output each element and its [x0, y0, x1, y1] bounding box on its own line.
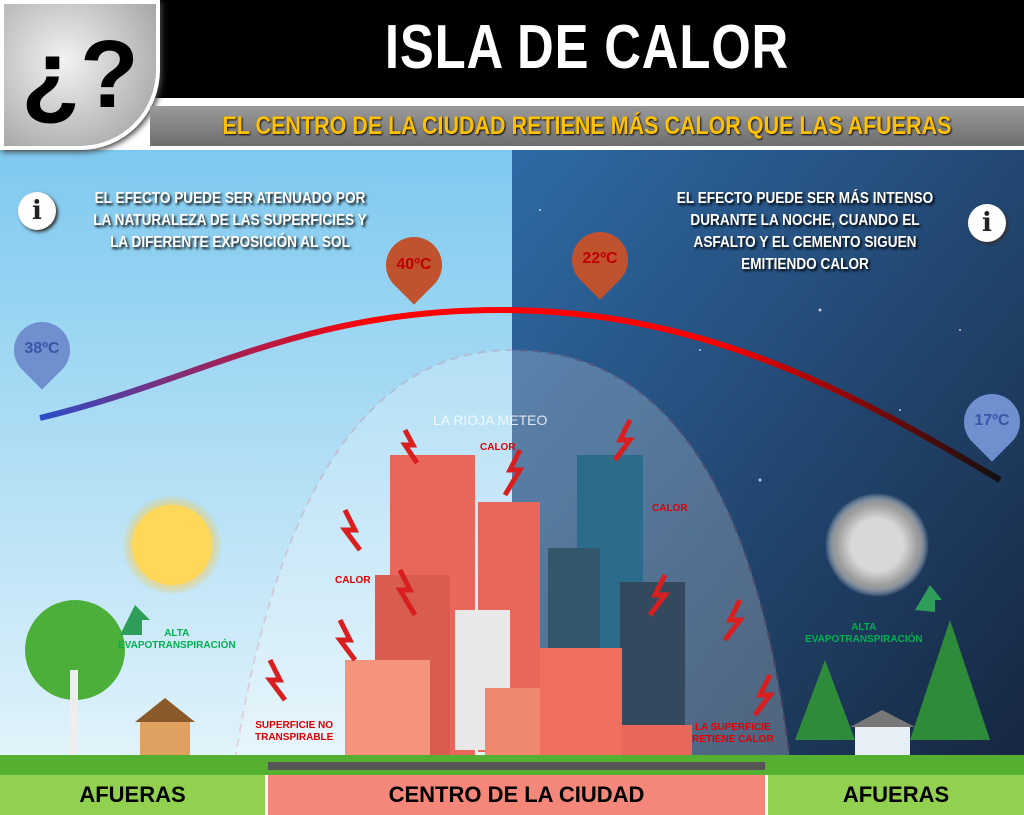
watermark: LA RIOJA METEO [433, 412, 548, 428]
subtitle: EL CENTRO DE LA CIUDAD RETIENE MÁS CALOR… [222, 112, 952, 140]
note-line: EMITIENDO CALOR [741, 256, 869, 273]
footer-city-center: CENTRO DE LA CIUDAD [268, 775, 765, 815]
footer-outskirts-right: AFUERAS [768, 775, 1024, 815]
calor-label: CALOR [335, 575, 371, 586]
label-line: RETIENE CALOR [692, 734, 774, 745]
info-icon: i [18, 192, 56, 230]
note-line: LA NATURALEZA DE LAS SUPERFICIES Y [93, 212, 367, 229]
temperature-curve [39, 306, 1002, 483]
heat-arrow-icons [265, 418, 775, 717]
question-logo: ¿? [0, 0, 160, 150]
label-line: EVAPOTRANSPIRACIÓN [118, 640, 236, 651]
note-line: EL EFECTO PUEDE SER MÁS INTENSO [676, 190, 934, 207]
note-line: ASFALTO Y EL CEMENTO SIGUEN [693, 234, 917, 251]
temp-center-night: 22ºC [582, 250, 618, 267]
label-line: ALTA [164, 628, 190, 639]
moon-icon [825, 493, 929, 597]
footer-outskirts-left: AFUERAS [0, 775, 265, 815]
page-title: ISLA DE CALOR [384, 13, 790, 82]
temp-outskirts-day: 38ºC [24, 340, 60, 357]
house-left-icon [135, 698, 195, 760]
temp-center-day: 40ºC [396, 256, 432, 273]
temp-outskirts-night: 17ºC [974, 412, 1010, 429]
note-line: LA DIFERENTE EXPOSICIÓN AL SOL [110, 234, 350, 251]
house-right-icon [850, 710, 915, 760]
info-icon: i [968, 204, 1006, 242]
calor-label: CALOR [652, 503, 688, 514]
note-line: EL EFECTO PUEDE SER ATENUADO POR [94, 190, 366, 207]
title-bar [110, 0, 1024, 102]
calor-label: CALOR [480, 442, 516, 453]
label-line: ALTA [851, 622, 877, 633]
road [268, 762, 765, 770]
note-line: DURANTE LA NOCHE, CUANDO EL [690, 212, 920, 229]
subtitle-bar [150, 106, 1024, 146]
tree-left-icon [25, 600, 125, 760]
tree-right-icon [795, 620, 990, 740]
label-line: EVAPOTRANSPIRACIÓN [805, 634, 923, 645]
label-line: TRANSPIRABLE [255, 732, 334, 743]
label-line: SUPERFICIE NO [255, 720, 334, 731]
night-note: EL EFECTO PUEDE SER MÁS INTENSO DURANTE L… [665, 188, 946, 276]
label-line: LA SUPERFICIE [694, 722, 771, 733]
day-note: EL EFECTO PUEDE SER ATENUADO POR LA NATUR… [86, 188, 375, 254]
evapotranspiration-arrow-icons [120, 585, 942, 635]
